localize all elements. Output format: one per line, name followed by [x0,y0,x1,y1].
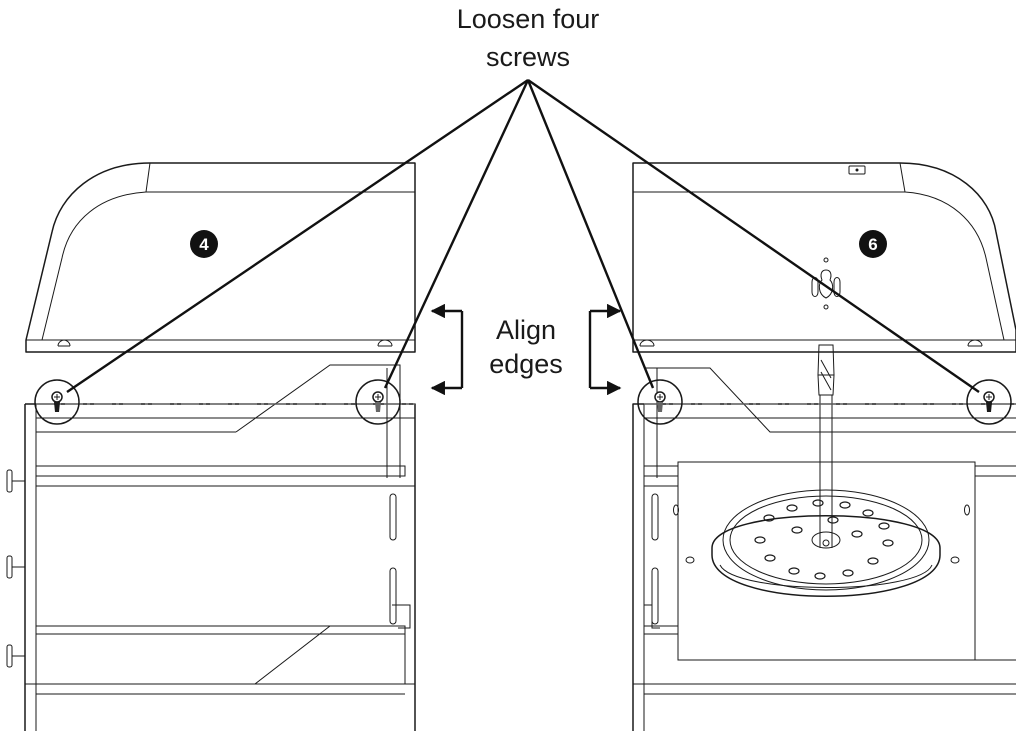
step-badge-right-number: 6 [868,235,877,254]
screw-left-front [34,379,80,425]
leader-line-4 [527,79,980,393]
left-unit: 4 [6,162,416,731]
left-body [6,364,416,731]
screw-right-front [966,379,1012,425]
left-knob-2 [6,555,25,579]
align-bracket-right [588,303,622,396]
align-edges-label-line1: Align [496,315,556,345]
left-hood [25,162,416,353]
rotisserie-shaft [817,344,835,548]
leader-line-2 [383,79,530,389]
left-knob-1 [6,469,25,493]
right-unit: 6 [632,162,1016,731]
loosen-screws-label-line2: screws [486,42,570,72]
leader-line-1 [66,79,529,393]
screw-right-rear [637,379,683,425]
left-knob-3 [6,644,25,668]
turntable-plate [711,489,941,597]
align-edges-label-line2: edges [489,349,563,379]
leader-line-3 [526,79,655,389]
step-badge-right: 6 [859,230,887,258]
screw-left-rear [355,379,401,425]
screw-leader-lines [66,79,980,393]
right-hood-mount-holes [811,257,841,310]
step-badge-left: 4 [190,230,218,258]
align-bracket-left [430,303,464,396]
step-badge-left-number: 4 [199,235,209,254]
loosen-screws-label-line1: Loosen four [457,4,600,34]
right-hood [632,162,1016,353]
right-body [632,367,1016,731]
